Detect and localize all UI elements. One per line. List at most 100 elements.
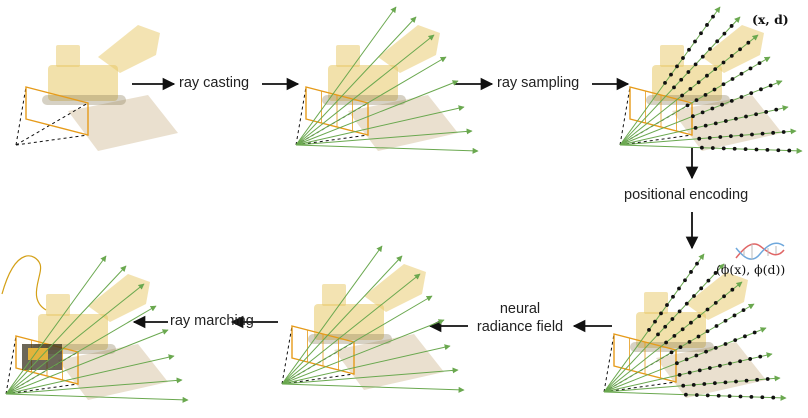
floor-plate bbox=[334, 334, 444, 390]
camera-ray bbox=[281, 344, 451, 385]
sample-point bbox=[729, 54, 734, 58]
camera-ray bbox=[295, 16, 417, 146]
camera-ray bbox=[281, 295, 433, 385]
sample-point bbox=[693, 62, 698, 67]
sample-point bbox=[670, 317, 675, 321]
sample-point bbox=[733, 338, 738, 343]
sample-point bbox=[681, 56, 685, 60]
sample-point bbox=[697, 136, 702, 141]
scene-arm bbox=[686, 272, 748, 320]
image-plane bbox=[25, 86, 89, 136]
sample-point bbox=[707, 135, 712, 140]
sample-point bbox=[732, 313, 737, 318]
camera-ray bbox=[295, 105, 465, 146]
sample-point bbox=[728, 134, 733, 139]
sample-point bbox=[748, 66, 753, 71]
camera-ray bbox=[5, 255, 107, 395]
sample-point bbox=[659, 311, 663, 316]
sample-point bbox=[677, 373, 682, 377]
sample-point bbox=[677, 309, 682, 314]
sample-point bbox=[693, 126, 698, 130]
camera-ray bbox=[5, 329, 169, 395]
sample-point bbox=[710, 106, 715, 111]
sample-point bbox=[664, 340, 668, 345]
camera-ray bbox=[5, 283, 145, 395]
sample-point bbox=[718, 135, 723, 139]
sample-point bbox=[689, 270, 693, 274]
scene-arm bbox=[702, 25, 764, 73]
sample-point bbox=[705, 23, 709, 27]
sample-point bbox=[754, 112, 758, 117]
sample-point bbox=[704, 349, 708, 354]
scene-cab bbox=[336, 45, 360, 67]
sample-point bbox=[696, 80, 701, 85]
image-plane bbox=[629, 86, 693, 136]
camera-ray bbox=[295, 80, 459, 146]
sample-point bbox=[706, 278, 711, 283]
scene-arm bbox=[88, 274, 150, 322]
sample-point bbox=[705, 307, 710, 312]
scene-arm bbox=[378, 25, 440, 73]
sample-point bbox=[718, 363, 722, 368]
floor-plate bbox=[68, 95, 178, 151]
sample-point bbox=[746, 40, 751, 45]
sample-point bbox=[684, 392, 688, 397]
frustum-edge bbox=[5, 383, 79, 395]
sample-point bbox=[721, 60, 726, 65]
sample-point bbox=[771, 130, 776, 135]
camera-ray bbox=[281, 367, 459, 385]
sample-point bbox=[730, 287, 735, 292]
sample-point bbox=[723, 318, 728, 323]
sample-point bbox=[705, 329, 710, 334]
sample-point bbox=[687, 339, 692, 344]
sample-point bbox=[681, 383, 686, 388]
sample-point bbox=[687, 370, 692, 375]
sample-point bbox=[700, 54, 705, 59]
sample-point bbox=[702, 382, 707, 386]
camera-ray bbox=[281, 245, 383, 385]
sample-point bbox=[727, 394, 732, 399]
dna-helix-icon bbox=[735, 242, 785, 260]
sample-point bbox=[699, 31, 703, 36]
scene-cab bbox=[660, 45, 684, 67]
sample-point bbox=[748, 357, 753, 361]
sample-point bbox=[744, 114, 748, 119]
camera-ray bbox=[295, 128, 473, 146]
scene-tracks bbox=[322, 95, 406, 105]
sample-point bbox=[734, 116, 738, 121]
sample-point bbox=[713, 67, 718, 71]
camera-ray bbox=[281, 255, 403, 385]
scene-cab bbox=[56, 45, 80, 67]
sample-point bbox=[734, 379, 738, 384]
panel-radiance-field bbox=[281, 245, 465, 393]
frustum-edge bbox=[5, 335, 17, 395]
sample-point bbox=[663, 81, 667, 85]
sample-point bbox=[672, 334, 677, 338]
scene-tracks bbox=[42, 95, 126, 105]
camera-ray bbox=[295, 6, 397, 146]
image-plane bbox=[613, 333, 677, 383]
sample-point bbox=[757, 61, 762, 66]
sample-point bbox=[771, 395, 776, 400]
sample-point bbox=[647, 328, 651, 332]
input-coordinates-label: (x, d) bbox=[752, 12, 789, 27]
scene-tracks bbox=[646, 95, 730, 105]
sample-point bbox=[680, 93, 684, 98]
sample-point bbox=[768, 83, 773, 88]
sample-point bbox=[738, 47, 742, 52]
sample-point bbox=[686, 70, 691, 74]
neural-label-line1: neural bbox=[499, 301, 541, 317]
sample-point bbox=[749, 91, 754, 96]
neural-label-line2: radiance field bbox=[476, 319, 564, 335]
sample-point bbox=[754, 147, 759, 152]
frustum-edge bbox=[15, 86, 27, 146]
sample-point bbox=[723, 342, 728, 346]
sample-point bbox=[665, 303, 669, 307]
sample-point bbox=[675, 361, 679, 366]
sample-point bbox=[713, 345, 718, 350]
frustum-edge bbox=[295, 134, 369, 146]
sample-point bbox=[776, 148, 781, 153]
sample-point bbox=[750, 132, 754, 137]
